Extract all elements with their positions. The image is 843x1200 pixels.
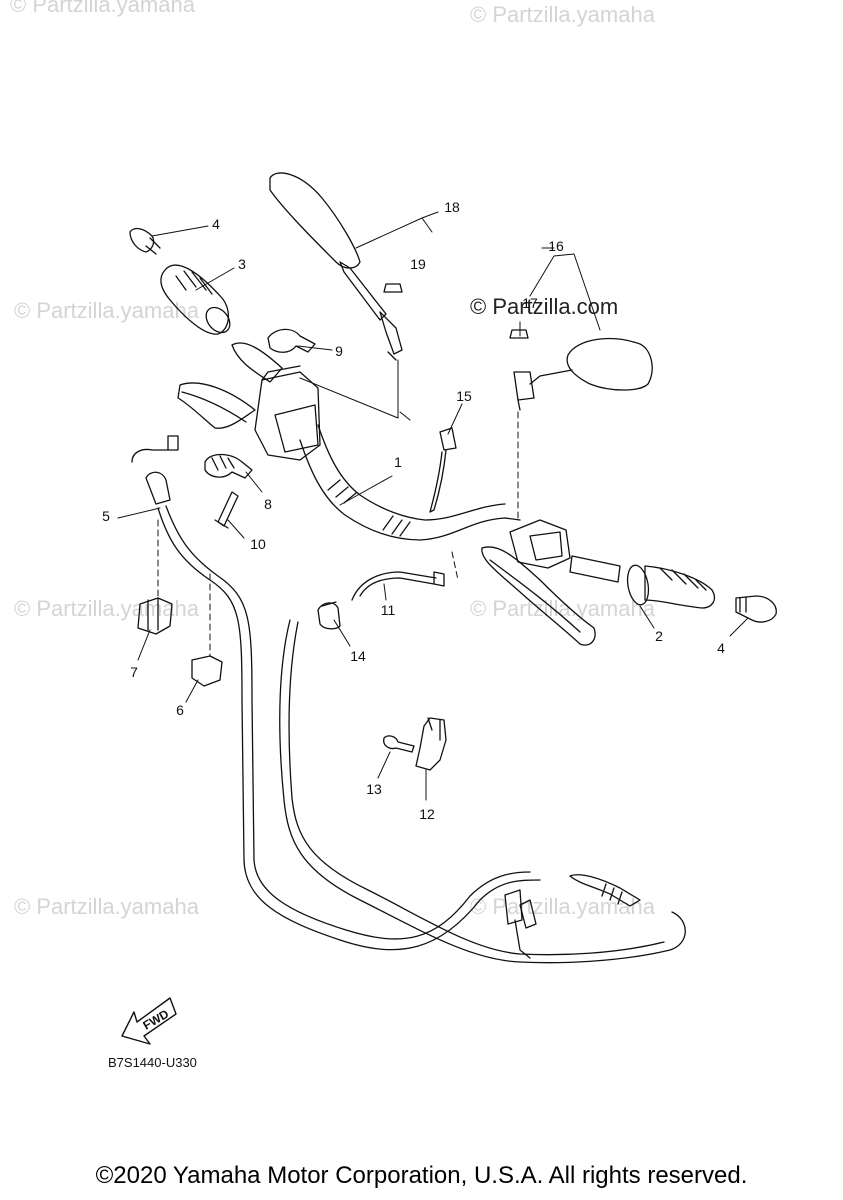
cable-cover[interactable] <box>137 597 173 635</box>
left-bar-end-weight[interactable] <box>129 227 161 255</box>
bracket[interactable] <box>415 717 447 771</box>
callout-4-right[interactable]: 4 <box>717 640 725 656</box>
mirror-nut-right[interactable] <box>509 329 529 339</box>
cable-clamp[interactable] <box>317 601 341 630</box>
throttle-holder[interactable] <box>267 328 316 353</box>
right-bar-end-weight[interactable] <box>735 595 777 623</box>
leader-lines <box>117 211 749 801</box>
lever-holder[interactable] <box>204 453 253 479</box>
handlebar[interactable] <box>299 424 506 541</box>
left-grip[interactable] <box>160 264 283 383</box>
fwd-label: FWD <box>141 1007 172 1033</box>
callout-8[interactable]: 8 <box>264 496 272 512</box>
callout-10[interactable]: 10 <box>250 536 266 552</box>
bolt[interactable] <box>214 491 239 529</box>
diagram-code: B7S1440-U330 <box>108 1055 197 1070</box>
callout-2[interactable]: 2 <box>655 628 663 644</box>
callout-16[interactable]: 16 <box>548 238 564 254</box>
right-switch-housing[interactable] <box>504 517 571 569</box>
callout-12[interactable]: 12 <box>419 806 435 822</box>
left-switch-housing[interactable] <box>254 365 321 461</box>
callout-3[interactable]: 3 <box>238 256 246 272</box>
watermark-highlight: © Partzilla.com <box>470 294 619 319</box>
callout-1[interactable]: 1 <box>394 454 402 470</box>
clutch-lever[interactable] <box>177 382 256 429</box>
clutch-cable[interactable] <box>351 571 445 601</box>
watermark: © Partzilla.yamaha <box>14 298 199 323</box>
fwd-arrow-icon <box>121 997 177 1045</box>
brake-lever[interactable] <box>481 546 596 646</box>
callout-4-left[interactable]: 4 <box>212 216 220 232</box>
watermark: © Partzilla.yamaha <box>470 894 655 919</box>
callout-19[interactable]: 19 <box>410 256 426 272</box>
cable-cover-small[interactable] <box>191 655 223 687</box>
bracket-bolt[interactable] <box>383 735 415 753</box>
right-mirror[interactable] <box>513 338 653 411</box>
watermark: © Partzilla.yamaha <box>470 2 655 27</box>
copyright-notice: ©2020 Yamaha Motor Corporation, U.S.A. A… <box>95 1162 748 1189</box>
callout-6[interactable]: 6 <box>176 702 184 718</box>
callout-15[interactable]: 15 <box>456 388 472 404</box>
watermark: © Partzilla.yamaha <box>14 894 199 919</box>
watermark: © Partzilla.yamaha <box>14 596 199 621</box>
right-grip[interactable] <box>569 555 716 609</box>
throttle-cable-assembly[interactable] <box>131 435 686 964</box>
callout-9[interactable]: 9 <box>335 343 343 359</box>
watermark: © Partzilla.yamaha <box>10 0 195 17</box>
callout-17[interactable]: 17 <box>522 295 538 311</box>
callout-11[interactable]: 11 <box>380 602 396 618</box>
cable-tie[interactable] <box>429 427 457 513</box>
callout-18[interactable]: 18 <box>444 199 460 215</box>
callout-14[interactable]: 14 <box>350 648 366 664</box>
mirror-nut[interactable] <box>383 283 403 293</box>
callout-7[interactable]: 7 <box>130 664 138 680</box>
callout-13[interactable]: 13 <box>366 781 382 797</box>
center-lines <box>157 411 519 657</box>
callout-5[interactable]: 5 <box>102 508 110 524</box>
left-mirror[interactable] <box>269 172 403 361</box>
